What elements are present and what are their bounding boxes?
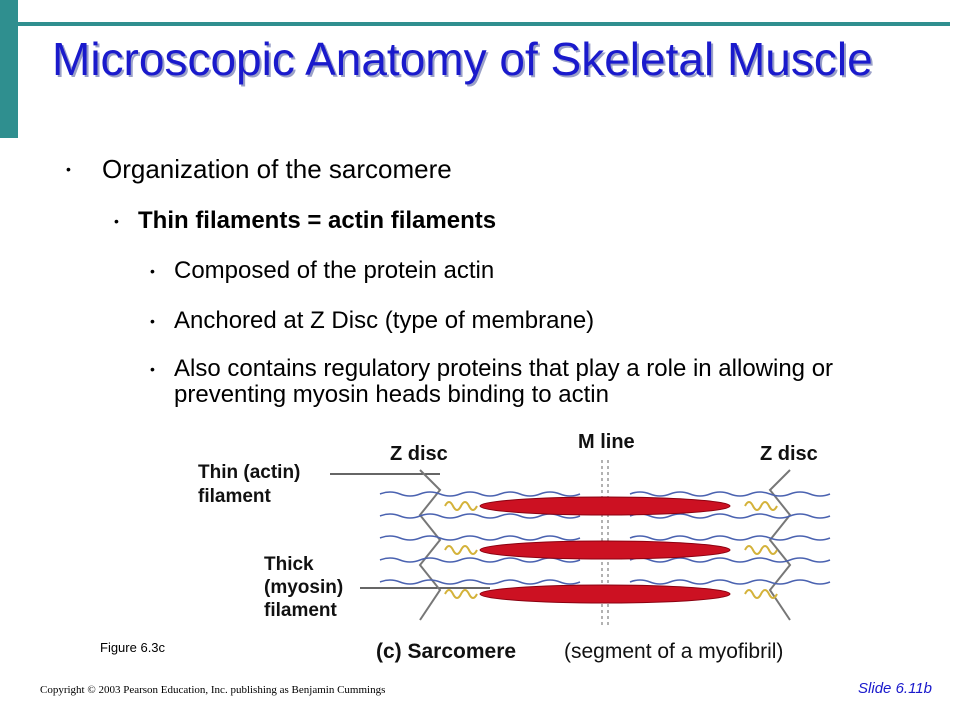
slide-title: Microscopic Anatomy of Skeletal Muscle [52, 33, 873, 85]
myosin-filament [479, 496, 731, 516]
slide-number: Slide 6.11b [858, 680, 932, 697]
myosin-filaments [479, 496, 731, 604]
bullet-level3: • Anchored at Z Disc (type of membrane) [150, 307, 934, 334]
bullet-text: Composed of the protein actin [174, 257, 495, 284]
copyright-text: Copyright © 2003 Pearson Education, Inc.… [40, 684, 386, 696]
bullet-icon: • [150, 313, 155, 329]
bullet-level1: • Organization of the sarcomere [66, 154, 452, 184]
sarcomere-diagram: Z disc M line Z disc Thin (actin) filame… [198, 431, 831, 663]
thick-filament-label-3: filament [264, 600, 338, 621]
z-disc-right-label: Z disc [760, 443, 818, 465]
actin-filament [629, 513, 831, 519]
accent-bar [0, 0, 18, 138]
thick-filament-label-1: Thick [264, 554, 314, 575]
panel-caption-rest: (segment of a myofibril) [564, 640, 783, 663]
titin-coil [444, 501, 478, 511]
m-line-label: M line [578, 431, 635, 453]
figure-caption: Figure 6.3c [100, 640, 166, 655]
thin-filament-label-2: filament [198, 486, 272, 507]
actin-filament [629, 535, 831, 541]
myosin-filament [479, 540, 731, 560]
actin-filament [629, 557, 831, 563]
bullet-icon: • [114, 213, 119, 229]
top-rule [18, 22, 950, 26]
thin-filament-label-1: Thin (actin) [198, 462, 300, 483]
bullet-text: Anchored at Z Disc (type of membrane) [174, 307, 595, 334]
bullet-text: Organization of the sarcomere [102, 154, 452, 184]
titin-coil [444, 545, 478, 555]
myosin-filament [479, 584, 731, 604]
thick-filament-label-2: (myosin) [264, 577, 343, 598]
titin-coil [444, 589, 478, 599]
panel-caption-bold: (c) Sarcomere [376, 640, 516, 663]
bullet-level3: • Also contains regulatory proteins that… [150, 355, 934, 408]
actin-filament [629, 579, 831, 585]
bullet-level3: • Composed of the protein actin [150, 257, 934, 284]
titin-coil [744, 501, 778, 511]
actin-filament [629, 491, 831, 497]
titin-coil [744, 589, 778, 599]
z-disc-right [768, 469, 792, 621]
bullet-text: Also contains regulatory proteins that p… [174, 355, 834, 408]
bullet-level2: • Thin filaments = actin filaments [114, 207, 497, 234]
z-disc-left-label: Z disc [390, 443, 448, 465]
z-disc-left [418, 469, 442, 621]
actin-filament [379, 579, 581, 585]
actin-filament [379, 535, 581, 541]
titin-coil [744, 545, 778, 555]
bullet-icon: • [150, 263, 155, 279]
bullet-icon: • [150, 361, 155, 377]
titin-coils [444, 501, 778, 599]
actin-filament [379, 491, 581, 497]
bullet-icon: • [66, 161, 71, 177]
bullet-text: Thin filaments = actin filaments [138, 207, 497, 234]
